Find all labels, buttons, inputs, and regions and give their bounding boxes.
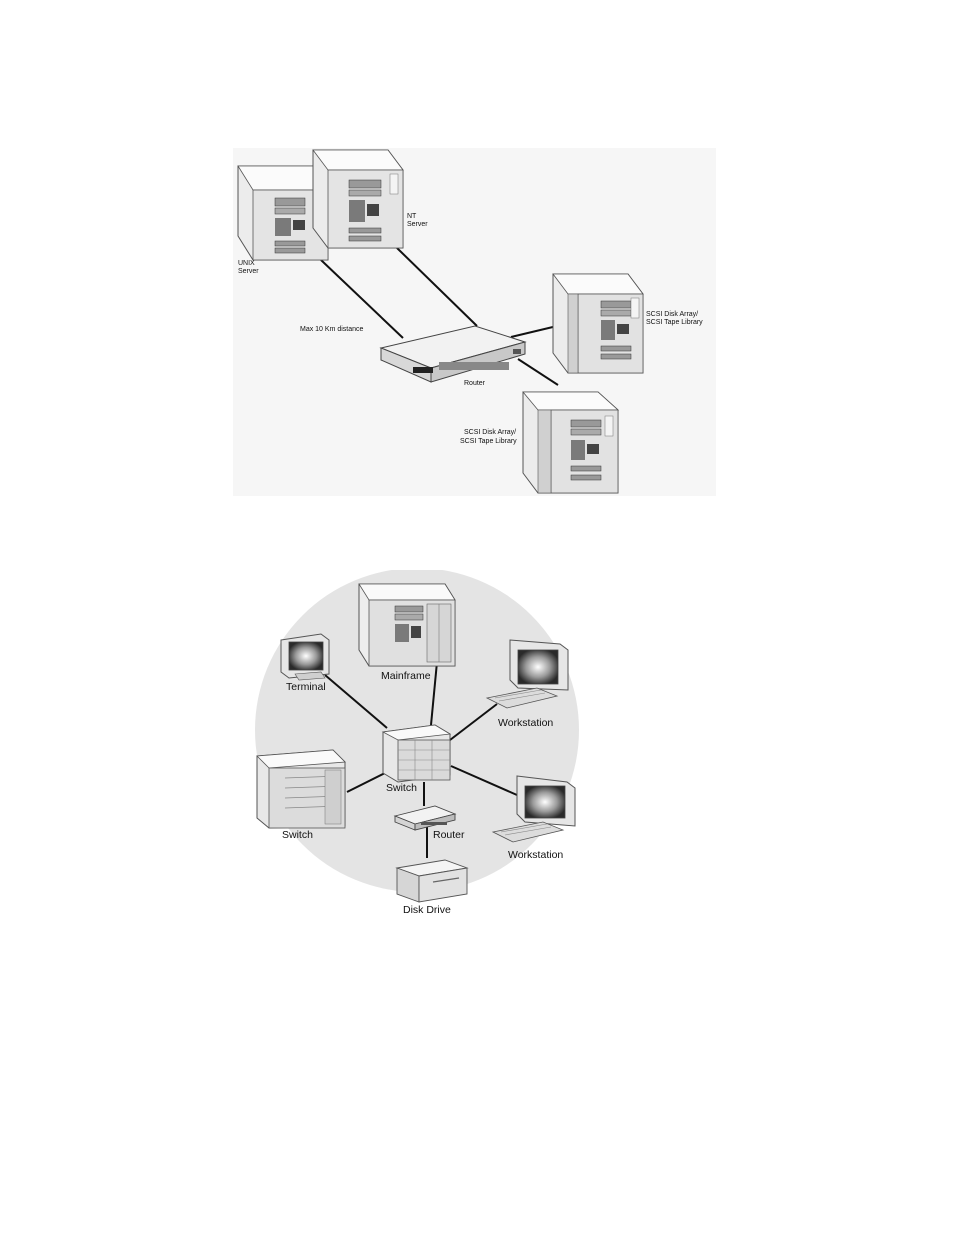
link-nt-router <box>397 248 477 326</box>
router-label-2: Router <box>433 829 465 841</box>
router-label: Router <box>464 380 486 387</box>
san-diagram: UNIX Server NT Server Max 10 Km distance… <box>233 148 716 496</box>
central-switch-icon <box>383 725 450 782</box>
network-diagram: Mainframe Terminal Workstation Switch <box>255 570 580 915</box>
mainframe-icon <box>359 584 455 666</box>
left-switch-label: Switch <box>282 829 313 841</box>
workstation-bottom-label: Workstation <box>508 849 563 861</box>
unix-server-label-1: UNIX <box>238 260 255 267</box>
scsi-bottom-label-1: SCSI Disk Array/ <box>464 429 516 436</box>
workstation-top-label: Workstation <box>498 717 553 729</box>
disk-drive-icon <box>397 860 467 902</box>
disk-drive-label: Disk Drive <box>403 904 451 915</box>
scsi-array-right-icon <box>553 274 643 373</box>
terminal-icon <box>281 634 329 680</box>
router-icon <box>381 326 525 382</box>
distance-label: Max 10 Km distance <box>300 326 364 333</box>
left-switch-icon <box>257 750 345 828</box>
central-switch-label: Switch <box>386 782 417 794</box>
scsi-bottom-label-2: SCSI Tape Library <box>460 438 517 445</box>
network-diagram-canvas: Mainframe Terminal Workstation Switch <box>255 570 580 915</box>
nt-server-label-2: Server <box>407 221 428 228</box>
nt-server-icon <box>313 150 403 248</box>
nt-server-label-1: NT <box>407 213 417 220</box>
scsi-array-bottom-icon <box>523 392 618 493</box>
scsi-right-label-2: SCSI Tape Library <box>646 319 703 326</box>
terminal-label: Terminal <box>286 681 326 693</box>
scsi-right-label-1: SCSI Disk Array/ <box>646 311 698 318</box>
unix-server-label-2: Server <box>238 268 259 275</box>
san-diagram-canvas: UNIX Server NT Server Max 10 Km distance… <box>233 148 716 496</box>
link-router-scsi-bottom <box>518 359 558 385</box>
mainframe-label: Mainframe <box>381 670 431 682</box>
